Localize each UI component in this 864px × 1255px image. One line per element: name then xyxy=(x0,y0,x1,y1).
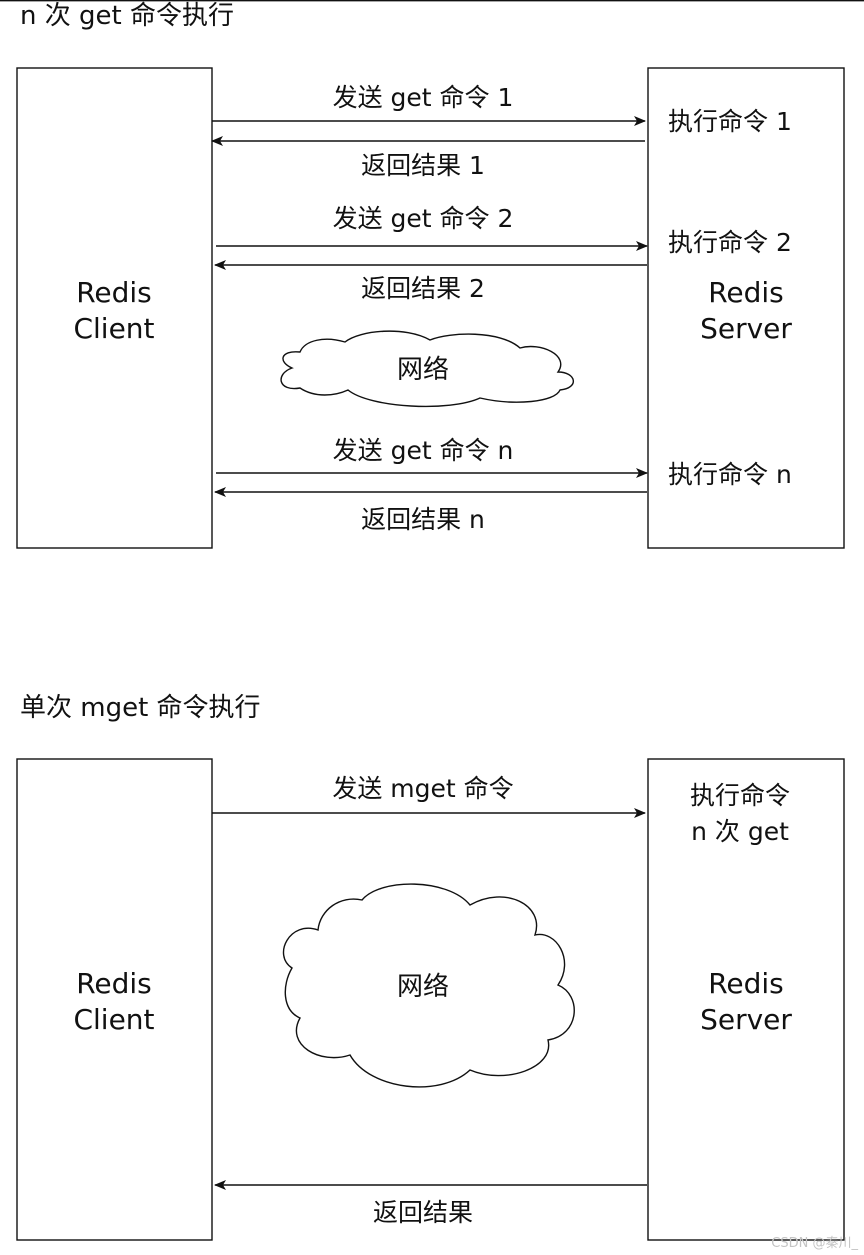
section2-client-label-line2: Client xyxy=(73,1003,154,1036)
roundn-execute-label: 执行命令 n xyxy=(668,460,792,489)
section2-execute-label-line1: 执行命令 xyxy=(690,781,790,810)
watermark-text: CSDN @秦川_ xyxy=(771,1236,858,1251)
section1-client-label-line1: Redis xyxy=(76,276,152,309)
section2-execute-label-line2: n 次 get xyxy=(691,817,789,846)
roundn-return-label: 返回结果 n xyxy=(361,505,485,534)
section1-title: n 次 get 命令执行 xyxy=(20,1,234,31)
round1-return-label: 返回结果 1 xyxy=(361,151,485,180)
section2-server-box xyxy=(647,758,845,1241)
round1-execute-label: 执行命令 1 xyxy=(668,107,792,136)
round2-return-label: 返回结果 2 xyxy=(361,274,485,303)
section1-network-label: 网络 xyxy=(397,355,449,385)
section2-return-label: 返回结果 xyxy=(373,1198,473,1227)
section2-client-box xyxy=(16,758,213,1241)
section2-server-label-line2: Server xyxy=(700,1003,792,1036)
section1-client-box xyxy=(16,67,213,549)
roundn-send-label: 发送 get 命令 n xyxy=(333,436,514,465)
section1-server-box xyxy=(647,67,845,549)
section1-server-label-line1: Redis xyxy=(708,276,784,309)
section2-network-cloud xyxy=(282,883,575,1088)
round1-send-label: 发送 get 命令 1 xyxy=(333,83,514,112)
round2-execute-label: 执行命令 2 xyxy=(668,228,792,257)
section1-network-cloud xyxy=(280,330,574,408)
section2-send-label: 发送 mget 命令 xyxy=(332,774,513,803)
round2-send-label: 发送 get 命令 2 xyxy=(333,204,514,233)
section2-server-label-line1: Redis xyxy=(708,967,784,1000)
section1-server-label-line2: Server xyxy=(700,312,792,345)
section2-client-label-line1: Redis xyxy=(76,967,152,1000)
section2-title: 单次 mget 命令执行 xyxy=(20,693,261,723)
section2-network-label: 网络 xyxy=(397,972,449,1002)
section1-client-label-line2: Client xyxy=(73,312,154,345)
